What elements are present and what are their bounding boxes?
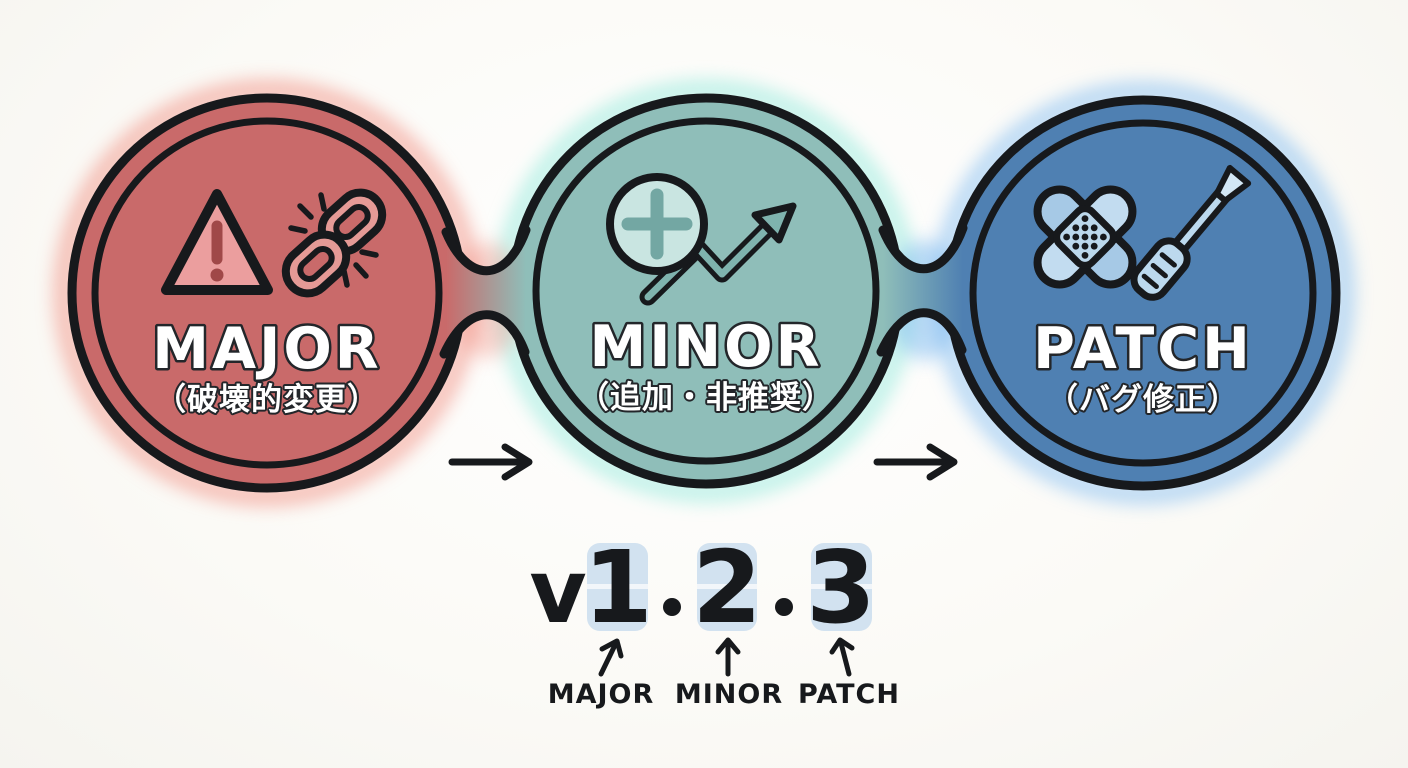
major-inner-ring [91, 117, 443, 469]
patch-label: PATCH [1033, 316, 1253, 382]
minor-label: MINOR [590, 314, 823, 380]
break-sparks [288, 192, 379, 288]
trend-inner [644, 222, 774, 301]
callout-label-minor: MINOR [675, 679, 783, 710]
minor-sublabel: （追加・非推奨） [578, 380, 834, 416]
tile-seam-1 [587, 584, 648, 589]
callout-label-patch: PATCH [798, 679, 900, 710]
bandage-icon [1033, 185, 1137, 289]
minor-inner-ring [532, 117, 880, 465]
neck1-top-edge [441, 225, 531, 276]
neck2-bottom-edge [876, 308, 967, 357]
patch-sublabel: （バグ修正） [1047, 382, 1239, 418]
plus-circle-icon [606, 173, 708, 275]
arrow-head [926, 443, 958, 481]
version-callouts: MAJOR MINOR PATCH [548, 637, 900, 710]
minor-fill [509, 94, 903, 488]
version-prefix: v [529, 540, 586, 643]
callout-arrow-minor [715, 637, 741, 677]
handle-ridges [1141, 252, 1177, 290]
callout-arrow-patch [829, 637, 855, 677]
flow-arrow-2 [873, 443, 958, 481]
trend-arrowhead [751, 202, 797, 244]
chain-link-lower [281, 230, 351, 298]
trend-up-arrow-icon [639, 202, 797, 306]
version-dot-2 [775, 598, 793, 616]
arrow-head [501, 443, 533, 481]
connector-major-minor [439, 225, 531, 359]
neck1-bottom-edge [439, 310, 530, 359]
major-sublabel: （破壊的変更） [155, 382, 379, 418]
broken-chain-icon [281, 188, 387, 298]
tile-seam-3 [811, 584, 872, 589]
bandage-pad [1053, 205, 1117, 269]
tile-seam-2 [697, 584, 757, 589]
version-string: v 1 2 3 [529, 529, 875, 646]
digit-tiles [587, 543, 872, 631]
pad-dots [1063, 215, 1107, 259]
major-digit: 1 [583, 529, 653, 646]
stage-minor-circle [508, 93, 904, 489]
screwdriver-icon [1130, 164, 1252, 301]
exclamation-dot [210, 268, 224, 282]
patch-inner-ring [969, 119, 1317, 467]
callout-arrow-major [598, 638, 624, 677]
major-label: MAJOR [152, 316, 381, 382]
patch-digit: 3 [806, 529, 876, 646]
version-dot-1 [663, 598, 681, 616]
warning-triangle-icon [161, 189, 273, 295]
callout-label-major: MAJOR [548, 679, 655, 710]
neck2-top-edge [878, 223, 968, 274]
connector-minor-patch [876, 223, 968, 357]
minor-digit: 2 [692, 529, 762, 646]
flow-arrow-1 [448, 443, 533, 481]
